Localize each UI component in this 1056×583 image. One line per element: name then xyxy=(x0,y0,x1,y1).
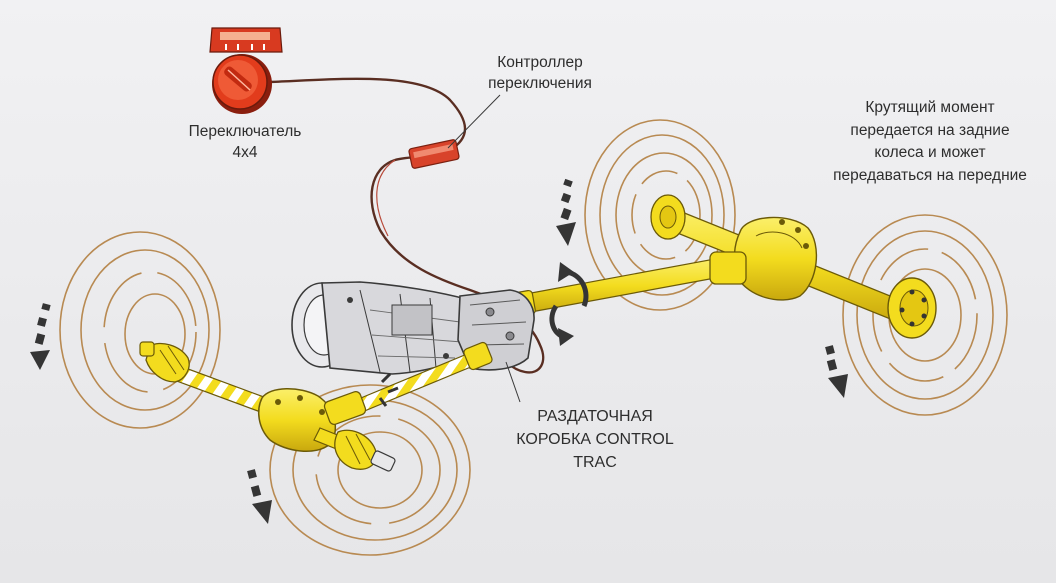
rear-right-wheel xyxy=(842,214,1008,416)
torque-label-line3: колеса и может xyxy=(874,144,986,161)
controller-label: Контроллер переключения xyxy=(450,52,630,94)
front-left-wheel xyxy=(59,231,221,429)
controller-wire xyxy=(269,77,545,374)
front-axle xyxy=(139,341,399,472)
front-right-wheel xyxy=(269,384,471,556)
switch-label-line2: 4x4 xyxy=(232,144,258,161)
shift-controller xyxy=(408,139,460,169)
rear-propeller-shaft xyxy=(506,257,727,319)
transfer-case-leader xyxy=(505,361,521,403)
switch-label: Переключатель 4x4 xyxy=(170,121,320,163)
controller-label-line1: Контроллер xyxy=(497,54,583,71)
torque-label-line4: передаваться на передние xyxy=(833,166,1027,184)
torque-label-line1: Крутящий момент xyxy=(865,99,995,116)
controller-leader xyxy=(447,94,501,149)
wheel-direction-arrows xyxy=(30,178,848,524)
torque-label-line2: передается на задние xyxy=(850,121,1010,139)
transmission xyxy=(291,281,491,375)
transfer-case-label-line2: КОРОБКА CONTROL xyxy=(516,431,674,448)
transfer-case-label-line1: РАЗДАТОЧНАЯ xyxy=(537,408,653,425)
rear-left-wheel xyxy=(584,119,736,311)
rear-axle xyxy=(650,194,937,339)
4x4-switch xyxy=(209,27,283,114)
transfer-case-label: РАЗДАТОЧНАЯ КОРОБКА CONTROL TRAC xyxy=(480,405,710,474)
switch-label-line1: Переключатель xyxy=(188,123,302,140)
controller-label-line2: переключения xyxy=(488,75,592,92)
torque-label: Крутящий момент передается на задние кол… xyxy=(780,97,1056,187)
transfer-case-label-line3: TRAC xyxy=(573,454,617,471)
